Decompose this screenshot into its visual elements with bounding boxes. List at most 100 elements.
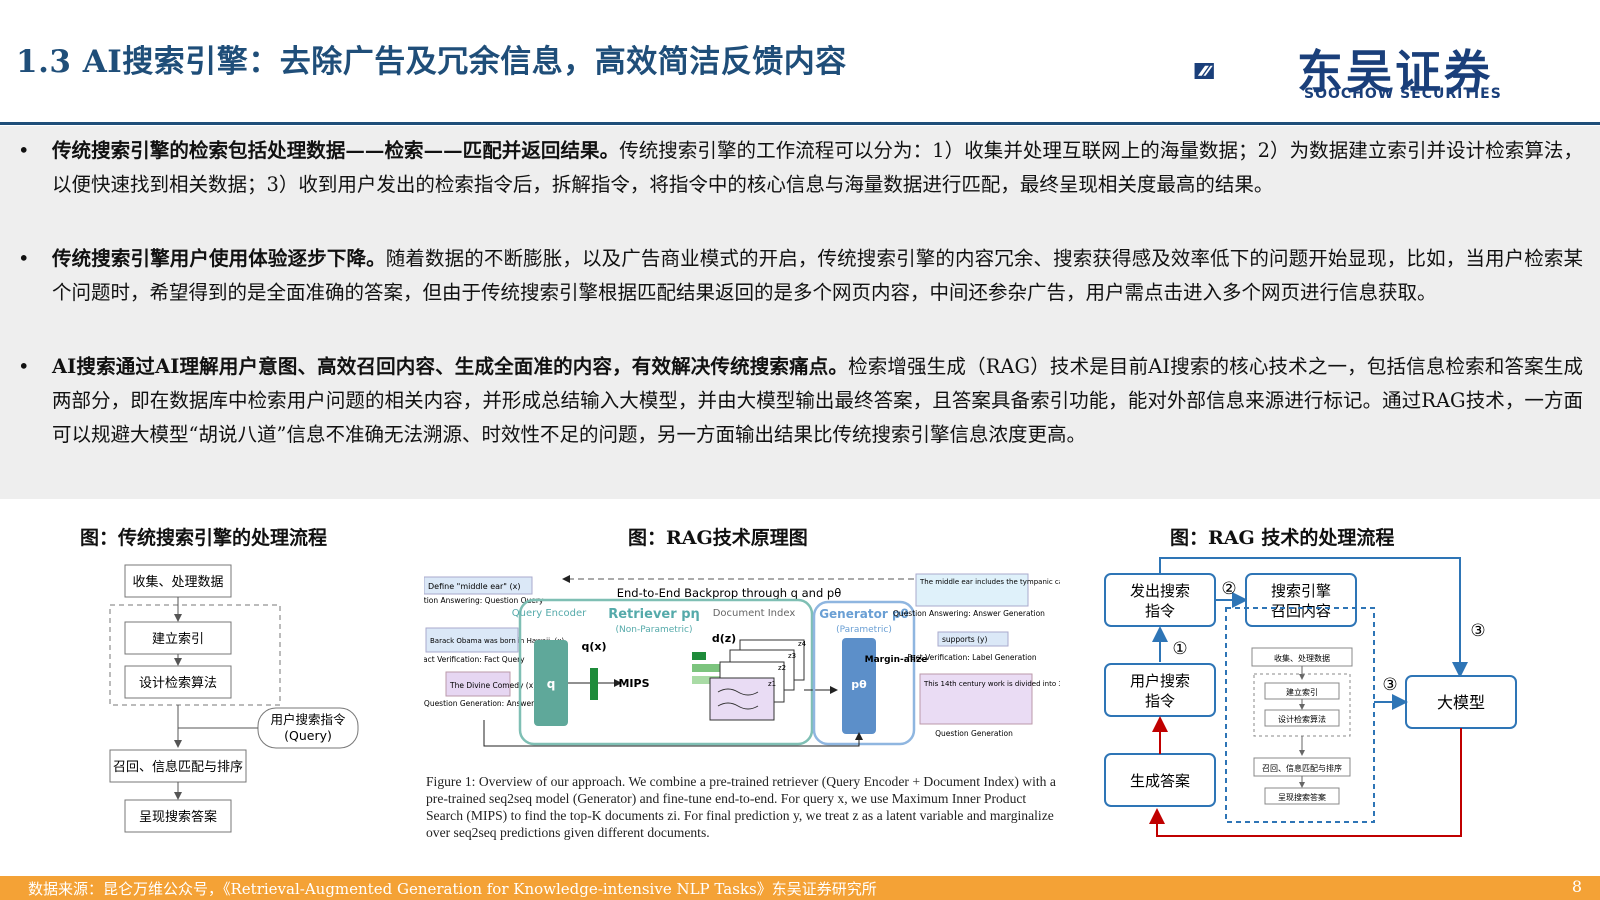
marginalize-label: Margin-alize (865, 655, 928, 665)
llm-label: 大模型 (1437, 693, 1485, 712)
example-input-box (445, 671, 511, 697)
grouping-box (109, 604, 281, 706)
step-2-marker: ② (1221, 579, 1236, 599)
bullet-item: • 传统搜索引擎用户使用体验逐步下降。随着数据的不断膨胀，以及广告商业模式的开启… (18, 242, 1583, 310)
query-encoder-block (534, 640, 568, 726)
qx-label: q(x) (581, 640, 606, 653)
issue-command-l2: 指令 (1145, 602, 1175, 620)
issue-command-l1: 发出搜索 (1130, 582, 1190, 600)
bullet-dot: • (18, 355, 30, 378)
query-encoder-label: Query Encoder (512, 608, 587, 619)
generator-label: Generator pθ (819, 607, 909, 621)
bullet-item: • 传统搜索引擎的检索包括处理数据——检索——匹配并返回结果。传统搜索引擎的工作… (18, 134, 1583, 202)
example-input: The Divine Comedy (x) (449, 681, 536, 690)
step-3-marker: ③ (1470, 621, 1485, 641)
generator-sub: (Parametric) (836, 625, 892, 635)
ptheta-label: pθ (851, 678, 867, 691)
flow-step (124, 621, 232, 655)
recall-content-node (1245, 573, 1357, 627)
flow-step-label: 召回、信息匹配与排序 (113, 759, 243, 775)
bullet-item: • AI搜索通过AI理解用户意图、高效召回内容、生成全面准的内容，有效解决传统搜… (18, 350, 1583, 452)
z2-label: z2 (778, 664, 786, 672)
document-stack (692, 639, 805, 721)
bullet-dot: • (18, 247, 30, 270)
header-divider (0, 122, 1600, 125)
retriever-container (518, 598, 814, 746)
flow-step-label: 收集、处理数据 (132, 574, 223, 590)
example-input: Define "middle ear" (x) (428, 582, 521, 591)
example-output: This 14th century work is divided into 3… (923, 680, 1060, 688)
bullet-text: 传统搜索引擎的工作流程可以分为：1）收集并处理互联网上的海量数据；2）为数据建立… (52, 139, 1583, 196)
logo-text-en: SOOCHOW SECURITIES (1304, 86, 1502, 102)
mini-step-label: 召回、信息匹配与排序 (1262, 763, 1342, 773)
figure3-flowchart: 发出搜索 指令 ② 搜索引擎 召回内容 ① 用户搜索 指令 生成答案 收集、处理… (1104, 557, 1517, 837)
mini-step-label: 设计检索算法 (1278, 714, 1326, 724)
backprop-label: End-to-End Backprop through q and pθ (617, 586, 842, 600)
mini-step (1264, 787, 1340, 805)
flow-step (124, 799, 232, 833)
company-logo (1194, 63, 1214, 79)
flow-step-label: 建立索引 (152, 632, 204, 647)
example-output: supports (y) (942, 635, 987, 644)
bullet-bold: AI搜索通过AI理解用户意图、高效召回内容、生成全面准的内容，有效解决传统搜索痛… (52, 355, 849, 378)
bullet-text: 检索增强生成（RAG）技术是目前AI搜索的核心技术之一，包括信息检索和答案生成两… (52, 355, 1583, 446)
mini-step (1264, 709, 1340, 727)
example-output-box (915, 573, 1029, 607)
example-label: Question Answering: Question Query (424, 596, 544, 605)
step-1-marker: ① (1172, 639, 1187, 659)
example-label: Jeopardy Question Generation: Answer Que… (424, 699, 560, 708)
paper-figure-caption: Figure 1: Overview of our approach. We c… (426, 774, 1056, 840)
figure3-caption: 图：RAG 技术的处理流程 (1170, 527, 1395, 549)
retriever-sub: (Non-Parametric) (616, 625, 693, 635)
query-vector (590, 668, 598, 700)
bullet-text: 随着数据的不断膨胀，以及广告商业模式的开启，传统搜索引擎的内容冗余、搜索获得感及… (52, 247, 1583, 304)
example-label: Fact Verification: Fact Query (424, 655, 525, 664)
mini-step-label: 收集、处理数据 (1274, 653, 1330, 663)
figure2-caption: 图：RAG技术原理图 (628, 527, 808, 549)
generator-container (812, 600, 916, 746)
flow-step (124, 665, 232, 699)
mini-step-label: 呈现搜索答案 (1278, 792, 1326, 802)
page-title: 1.3 AI搜索引擎：去除广告及冗余信息，高效简洁反馈内容 (16, 44, 847, 80)
example-label: Question Answering: Answer Generation (893, 609, 1045, 618)
z3-label: z3 (788, 652, 796, 660)
example-output: The middle ear includes the tympanic cav… (919, 578, 1060, 586)
doc-index-label: Document Index (713, 608, 796, 619)
user-query-sub: (Query) (284, 728, 332, 743)
mips-label: MIPS (618, 677, 649, 690)
q-label: q (547, 677, 556, 691)
flow-step-label: 呈现搜索答案 (139, 809, 217, 825)
flow-step-label: 设计检索算法 (139, 676, 217, 691)
footer-bar: 数据来源：昆仑万维公众号，《Retrieval-Augmented Genera… (0, 876, 1600, 900)
mini-step-label: 建立索引 (1286, 687, 1318, 697)
bullet-section: • 传统搜索引擎的检索包括处理数据——检索——匹配并返回结果。传统搜索引擎的工作… (0, 126, 1600, 499)
z4-label: z4 (798, 640, 807, 648)
example-input-box (424, 576, 533, 595)
search-engine-box (1225, 607, 1375, 823)
user-command-l1: 用户搜索 (1130, 672, 1190, 690)
example-output-box (919, 673, 1033, 725)
figure1-caption: 图：传统搜索引擎的处理流程 (80, 527, 328, 549)
bullet-dot: • (18, 139, 30, 162)
recall-l1: 搜索引擎 (1271, 582, 1331, 600)
example-output-box (937, 631, 1009, 647)
dz-label: d(z) (712, 632, 736, 645)
z1-label: z1 (768, 680, 776, 688)
example-label: Question Generation (935, 729, 1013, 738)
generate-answer-label: 生成答案 (1130, 772, 1190, 790)
figure2-diagram: End-to-End Backprop through q and pθ Def… (424, 573, 1060, 747)
figure1-flowchart: 收集、处理数据 建立索引 设计检索算法 用户搜索指令 (Query) 召回、信息… (109, 564, 359, 833)
example-label: Fact Verification: Label Generation (907, 653, 1036, 662)
footer-source: 数据来源：昆仑万维公众号，《Retrieval-Augmented Genera… (28, 880, 877, 898)
example-input-box (425, 627, 519, 653)
example-input: Barack Obama was born in Hawaii. (x) (430, 637, 564, 645)
user-command-l2: 指令 (1145, 692, 1175, 710)
retriever-label: Retriever pη (608, 607, 700, 622)
logo-text-cn: 东吴证券 (1297, 45, 1493, 99)
recall-l2: 召回内容 (1271, 602, 1331, 620)
page-number: 8 (1571, 877, 1582, 896)
bullet-bold: 传统搜索引擎的检索包括处理数据——检索——匹配并返回结果。 (52, 139, 620, 162)
generator-block (842, 638, 876, 734)
user-query-label: 用户搜索指令 (270, 712, 346, 727)
bullet-bold: 传统搜索引擎用户使用体验逐步下降。 (52, 247, 386, 270)
